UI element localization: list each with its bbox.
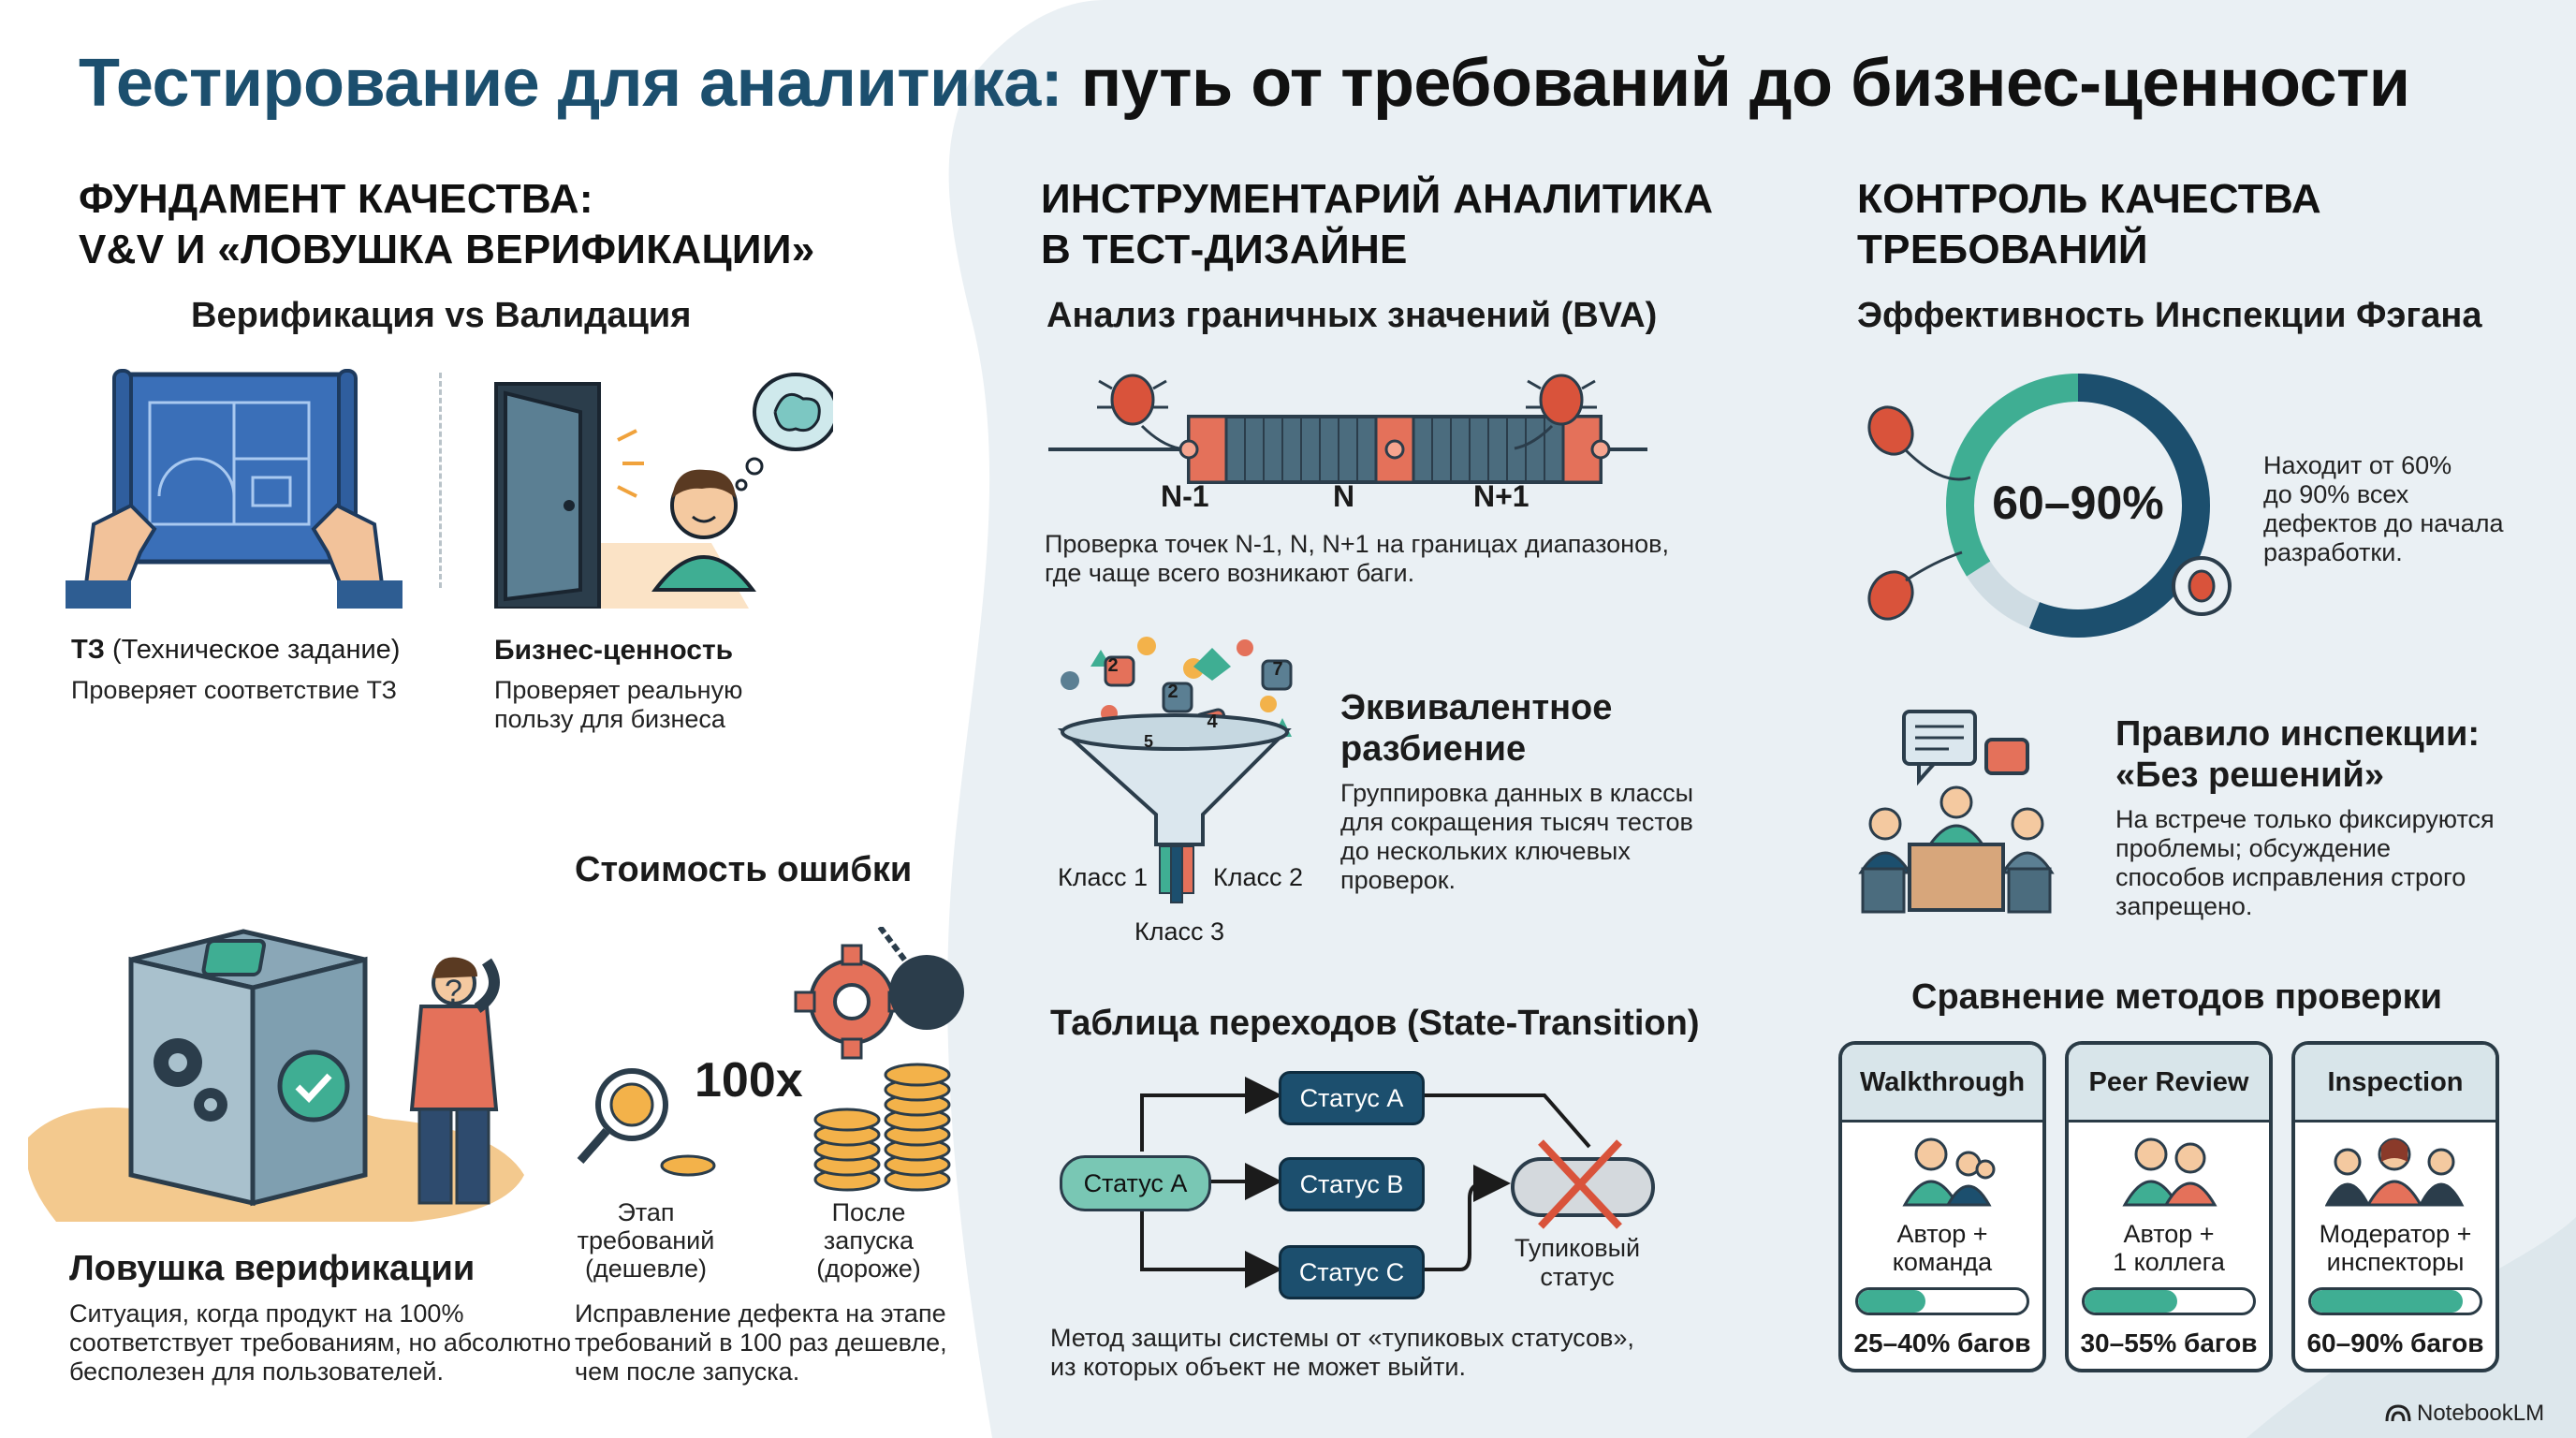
cost-multiplier: 100x xyxy=(695,1053,803,1108)
vv-title: Верификация vs Валидация xyxy=(191,296,692,335)
funnel-number-5: 5 xyxy=(1143,732,1153,751)
class-1-label: Класс 1 xyxy=(1058,863,1149,891)
method-name: Inspection xyxy=(2295,1045,2496,1123)
funnel-number-2: 2 xyxy=(1167,682,1178,702)
bva-point-n-1: N-1 xyxy=(1161,479,1209,513)
notebooklm-logo: NotebookLM xyxy=(2385,1401,2544,1427)
status-c-node: Статус C xyxy=(1279,1245,1425,1299)
method-card-peer-review: Peer Review Автор +1 коллега 30–55% баго… xyxy=(2065,1041,2273,1372)
cost-illustration xyxy=(577,927,964,1192)
state-transition-diagram xyxy=(1140,1077,1655,1288)
method-who: Автор +команда xyxy=(1892,1220,1993,1276)
section-heading-foundation: ФУНДАМЕНТ КАЧЕСТВА:V&V И «ЛОВУШКА ВЕРИФИ… xyxy=(79,176,815,272)
bva-title: Анализ граничных значений (BVA) xyxy=(1046,296,1658,335)
bva-point-n-plus-1: N+1 xyxy=(1473,479,1530,513)
team-icon xyxy=(1842,1123,2042,1207)
verification-trap-icon xyxy=(28,929,524,1222)
st-title: Таблица переходов (State-Transition) xyxy=(1050,1004,1700,1043)
method-level-bar xyxy=(1855,1287,2029,1315)
status-b-node: Статус B xyxy=(1279,1157,1425,1211)
bva-point-n: N xyxy=(1333,479,1355,513)
method-who: Автор +1 коллега xyxy=(2113,1220,2225,1276)
notebooklm-icon xyxy=(2385,1404,2411,1422)
meeting-icon xyxy=(1858,710,2055,914)
compare-title: Сравнение методов проверки xyxy=(1911,977,2443,1017)
divider xyxy=(439,373,442,588)
cost-title: Стоимость ошибки xyxy=(575,850,913,889)
bva-desc: Проверка точек N-1, N, N+1 на границах д… xyxy=(1045,530,1669,587)
funnel-icon xyxy=(1057,637,1293,903)
method-level-bar xyxy=(2308,1287,2482,1315)
status-a-node: Статус A xyxy=(1279,1071,1425,1125)
method-result: 30–55% багов xyxy=(2080,1328,2258,1357)
door-person-icon xyxy=(494,373,833,609)
st-desc: Метод защиты системы от «тупиковых стату… xyxy=(1050,1324,1634,1381)
biz-label: Бизнес-ценность xyxy=(494,635,734,666)
class-2-label: Класс 2 xyxy=(1213,863,1304,891)
method-result: 60–90% багов xyxy=(2306,1328,2484,1357)
donut-arc-60 xyxy=(1946,374,2210,638)
fagan-donut-chart xyxy=(1867,374,2232,638)
class-3-label: Класс 3 xyxy=(1134,917,1225,946)
method-card-walkthrough: Walkthrough Автор +команда 25–40% багов xyxy=(1838,1041,2046,1372)
method-level-fill xyxy=(1858,1290,1925,1313)
pair-icon xyxy=(2069,1123,2269,1207)
method-who: Модератор +инспекторы xyxy=(2319,1220,2472,1276)
method-name: Walkthrough xyxy=(1842,1045,2042,1123)
trap-title: Ловушка верификации xyxy=(69,1249,476,1288)
rule-title: Правило инспекции:«Без решений» xyxy=(2115,714,2481,795)
bva-diagram xyxy=(1048,374,1647,484)
method-result: 25–40% багов xyxy=(1853,1328,2031,1357)
status-start-node: Статус А xyxy=(1060,1155,1211,1211)
blueprint-icon xyxy=(66,369,402,609)
fagan-value: 60–90% xyxy=(1992,477,2164,529)
tz-desc: Проверяет соответствие ТЗ xyxy=(71,676,397,704)
funnel-number-3: 7 xyxy=(1272,659,1283,680)
method-level-bar xyxy=(2082,1287,2256,1315)
group-icon xyxy=(2295,1123,2496,1207)
fagan-title: Эффективность Инспекции Фэгана xyxy=(1857,296,2482,335)
method-name: Peer Review xyxy=(2069,1045,2269,1123)
method-card-inspection: Inspection Модератор +инспекторы 60–90% … xyxy=(2291,1041,2499,1372)
page-title: Тестирование для аналитика: путь от треб… xyxy=(79,46,2410,121)
trap-desc: Ситуация, когда продукт на 100%соответст… xyxy=(69,1299,571,1386)
funnel-number-4: 4 xyxy=(1207,712,1218,732)
funnel-number-1: 2 xyxy=(1107,655,1119,676)
method-level-fill xyxy=(2085,1290,2177,1313)
tz-label: ТЗ (Техническое задание) xyxy=(71,635,401,665)
question-mark: ? xyxy=(445,974,462,1009)
method-level-fill xyxy=(2311,1290,2463,1313)
